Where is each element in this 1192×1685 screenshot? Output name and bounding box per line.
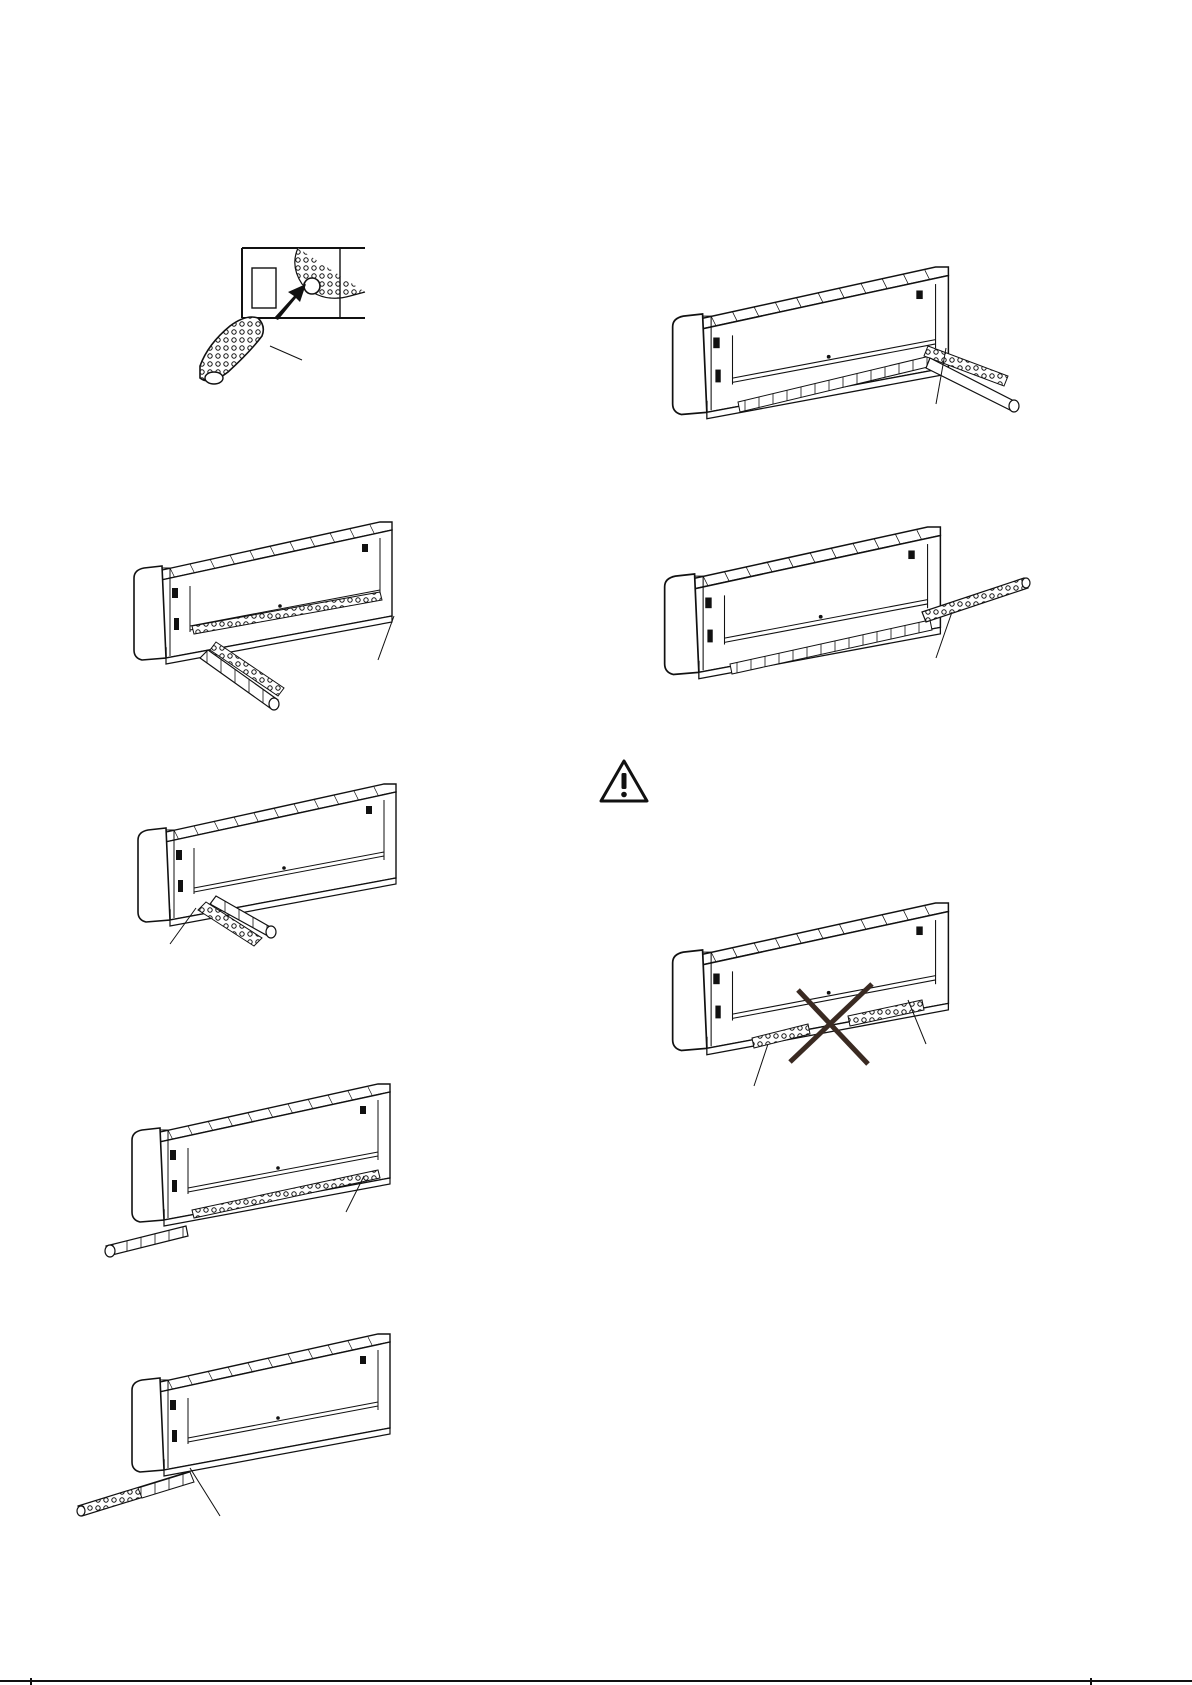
- unit-left-figure: [134, 770, 414, 980]
- unit-left-rear-figure: [78, 1320, 408, 1520]
- unit-incorrect-routing-figure: [668, 888, 988, 1098]
- warning-triangle-icon: [598, 758, 650, 804]
- unit-right-rear-figure: [668, 252, 1028, 462]
- unit-rear-left-figure: [130, 508, 410, 718]
- footer-rule: [0, 1680, 1192, 1682]
- footer-mark-left: [30, 1678, 32, 1685]
- unit-left-side-figure: [106, 1070, 416, 1280]
- drain-hose-figure: [190, 248, 375, 408]
- unit-right-side-figure: [660, 512, 1040, 712]
- footer-mark-right: [1090, 1678, 1092, 1685]
